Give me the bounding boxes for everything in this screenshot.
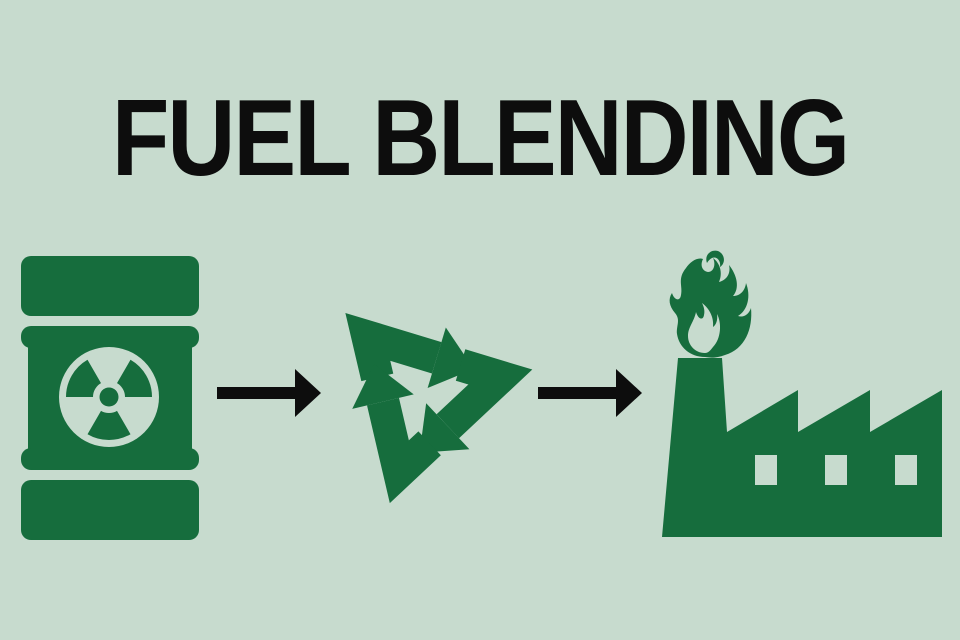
drum-top-band (21, 256, 199, 316)
recycle-arm (352, 363, 441, 504)
factory-building (662, 358, 942, 537)
factory-windows (755, 455, 917, 485)
radiation-symbol-icon (59, 347, 159, 447)
factory-with-flame-icon (655, 250, 945, 540)
recycling-symbol-icon (301, 264, 544, 507)
right-arrow-icon (538, 369, 642, 417)
radioactive-waste-drum-icon (21, 256, 199, 540)
page-title: FUEL BLENDING (111, 76, 850, 199)
flame-icon (669, 250, 752, 358)
drum-lower-rim (21, 448, 199, 470)
right-arrow-icon (217, 369, 321, 417)
drum-bottom-band (21, 480, 199, 540)
recycle-arm (419, 349, 533, 453)
